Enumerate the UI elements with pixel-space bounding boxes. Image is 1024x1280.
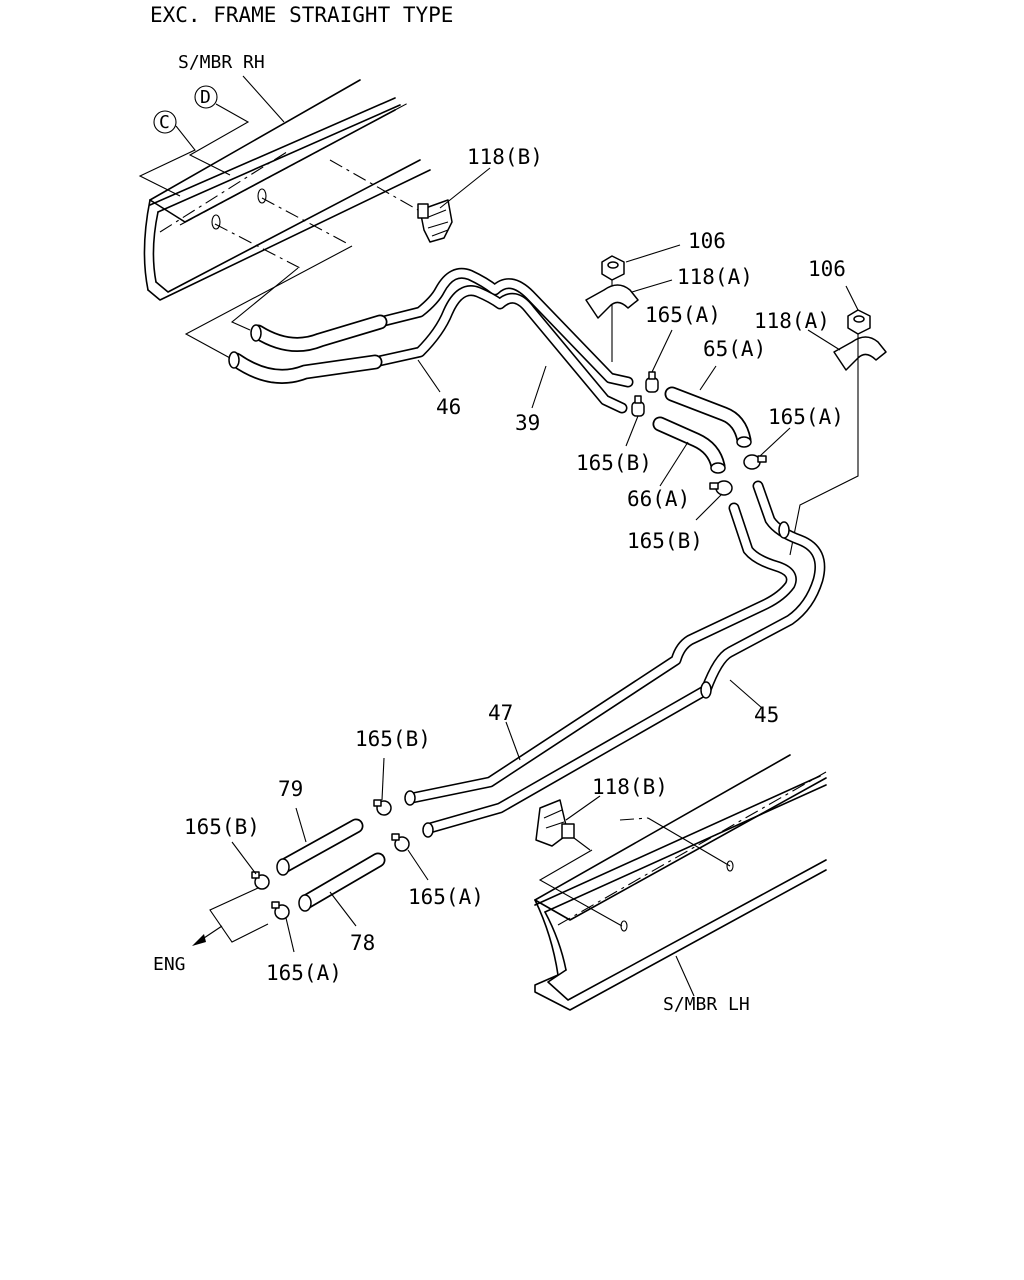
callout-165b-3: 165(B) xyxy=(355,727,431,751)
clip-118b-top xyxy=(417,199,453,243)
clip-165b-4 xyxy=(251,871,270,890)
clip-118b-bottom xyxy=(535,799,575,847)
hose-ends-left xyxy=(228,314,388,384)
pipe-45-end xyxy=(422,822,434,838)
callout-106-b: 106 xyxy=(808,257,846,281)
svg-text:D: D xyxy=(200,87,211,108)
callout-165b-4: 165(B) xyxy=(184,815,260,839)
nut-106-b xyxy=(847,309,871,335)
callout-78: 78 xyxy=(350,931,375,955)
frame-hole-1 xyxy=(211,214,221,230)
hose-79 xyxy=(276,818,364,876)
ref-mark-d: D xyxy=(194,85,218,109)
bracket-ref-d xyxy=(188,103,250,176)
clip-165a-1 xyxy=(645,371,659,393)
hose-66a xyxy=(652,416,726,474)
leader-smbr-rh xyxy=(242,75,285,123)
leader-box-1 xyxy=(230,267,299,331)
eng-direction-arrow xyxy=(192,887,269,946)
callout-106-a: 106 xyxy=(688,229,726,253)
clip-165b-2 xyxy=(709,480,733,496)
callout-165a-2: 165(A) xyxy=(768,405,844,429)
clamp-118a-a xyxy=(585,284,639,319)
callout-165a-3: 165(A) xyxy=(408,885,484,909)
clip-165a-3 xyxy=(391,833,410,852)
callout-118a-b: 118(A) xyxy=(754,309,830,333)
clamp-118a-b xyxy=(833,336,887,371)
diagram-header: EXC. FRAME STRAIGHT TYPE xyxy=(150,3,453,27)
clip-165a-2 xyxy=(743,454,767,470)
pipe-47 xyxy=(406,502,797,804)
frame-hole-2 xyxy=(257,188,267,204)
pipe-46 xyxy=(369,285,628,414)
callout-39: 39 xyxy=(515,411,540,435)
clip-165b-1 xyxy=(631,395,645,417)
label-eng: ENG xyxy=(153,954,186,975)
nut-106-a xyxy=(601,255,625,281)
callout-47: 47 xyxy=(488,701,513,725)
svg-text:C: C xyxy=(159,112,170,133)
ref-mark-c: C xyxy=(153,110,177,134)
label-smbr-rh: S/MBR RH xyxy=(178,52,265,73)
callout-79: 79 xyxy=(278,777,303,801)
side-member-rh xyxy=(143,79,431,301)
callout-45: 45 xyxy=(754,703,779,727)
hose-65a xyxy=(664,386,752,448)
bracket-ref-c xyxy=(138,125,196,197)
callout-46: 46 xyxy=(436,395,461,419)
leader-box-2 xyxy=(184,245,353,359)
clip-165b-3 xyxy=(373,799,392,816)
callout-165b-1: 165(B) xyxy=(576,451,652,475)
label-smbr-lh: S/MBR LH xyxy=(663,994,750,1015)
callout-118a-a: 118(A) xyxy=(677,265,753,289)
pipe-47-end xyxy=(404,790,416,806)
callout-118b-bottom: 118(B) xyxy=(592,775,668,799)
pipe-45 xyxy=(424,480,826,834)
clip-165a-4 xyxy=(271,901,290,920)
callout-118b-top: 118(B) xyxy=(467,145,543,169)
callout-65a: 65(A) xyxy=(703,337,766,361)
pipe-39 xyxy=(374,267,634,388)
side-member-lh xyxy=(534,754,827,1011)
callout-165b-2: 165(B) xyxy=(627,529,703,553)
hose-78 xyxy=(298,852,386,912)
callout-165a-1: 165(A) xyxy=(645,303,721,327)
callout-66a: 66(A) xyxy=(627,487,690,511)
callout-165a-4: 165(A) xyxy=(266,961,342,985)
